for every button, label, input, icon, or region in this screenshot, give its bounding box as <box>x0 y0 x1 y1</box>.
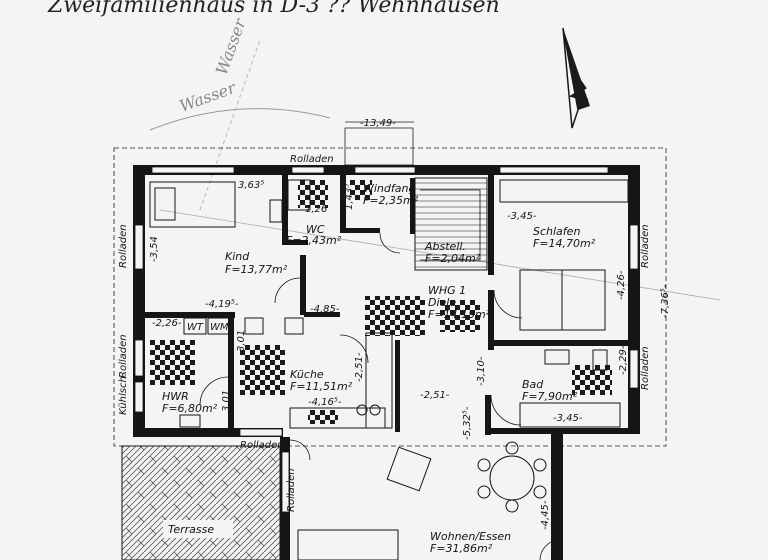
dining-table <box>489 455 535 501</box>
kuehlschrank-label: Kühlsch. <box>118 373 129 415</box>
dimension-top: -13,49- <box>344 118 414 166</box>
diele-line1: WHG 1 <box>428 284 466 297</box>
kueche-name: Küche <box>290 368 324 381</box>
wc-area: F=2,43m² <box>286 234 342 247</box>
kind-area: F=13,77m² <box>225 263 288 276</box>
wasser-note-2: Wasser <box>212 15 250 77</box>
furniture <box>149 179 629 560</box>
tile-patterns <box>150 180 612 424</box>
dim-bad-w: -3,45- <box>553 413 583 424</box>
dim-kueche-h1: 3,01 <box>236 330 247 352</box>
terrace-label-bg <box>163 520 233 538</box>
dim-hwr-h: 3,01 <box>221 390 232 412</box>
schlafen-name: Schlafen <box>533 225 580 238</box>
hwr-name: HWR <box>162 390 189 403</box>
staircase <box>414 177 488 271</box>
dim-kueche-w: -4,16⁵- <box>308 397 342 408</box>
bed-kind <box>149 181 236 228</box>
dim-flur-h: -5,32⁵- <box>462 406 473 440</box>
rug <box>386 446 432 492</box>
dim-bad-h: -2,29- <box>618 345 629 375</box>
plan-title: Zweifamilienhaus in D-3 ?? Wehnhausen <box>47 0 500 18</box>
roof-outline <box>113 147 667 447</box>
rolladen-left-1: Rolladen <box>118 224 129 268</box>
dim-right-total: -7,36⁵- <box>660 284 671 318</box>
dim-kind-h: -3,54 <box>149 236 160 262</box>
hwr-area: F=6,80m² <box>162 402 218 415</box>
wc-name: WC <box>306 223 325 236</box>
dim-kueche-h2: -2,51- <box>354 352 365 382</box>
svg-text:-13,49-: -13,49- <box>360 118 396 129</box>
room-labels: Windfang F=2,35m² WC F=2,43m² Kind F=13,… <box>162 182 596 555</box>
misc-labels: Rolladen Rolladen Rolladen Kühlsch. Roll… <box>118 154 651 512</box>
kueche-area: F=11,51m² <box>290 380 353 393</box>
interior-walls <box>145 175 634 435</box>
doors <box>199 232 561 560</box>
wardrobe <box>499 179 629 203</box>
diele-line2: Diele <box>428 296 456 309</box>
bad-name: Bad <box>522 378 544 391</box>
rolladen-bottom: Rolladen <box>240 440 284 451</box>
rolladen-right-2: Rolladen <box>640 346 651 390</box>
terrasse-name: Terrasse <box>168 523 214 536</box>
wohnen-name: Wohnen/Essen <box>430 530 511 543</box>
sofa <box>297 529 399 560</box>
north-arrow-icon <box>562 27 590 129</box>
bathtub <box>519 402 621 428</box>
dim-schlafen-w: -3,45- <box>507 211 537 222</box>
dim-diele-w: -4,85- <box>310 304 340 315</box>
rolladen-wohnen: Rolladen <box>286 468 297 512</box>
rolladen-left-2: Rolladen <box>118 334 129 378</box>
dim-wohnen-h: -4,45- <box>540 500 551 530</box>
rolladen-right-1: Rolladen <box>640 224 651 268</box>
dim-kind-top: 3,63⁵ <box>238 180 264 191</box>
terrace-paving <box>121 445 281 560</box>
dim-hwr-w: -2,26- <box>152 318 182 329</box>
wt-label: WT <box>187 322 204 333</box>
dim-kind-w: -4,19⁵- <box>205 299 239 310</box>
windows <box>134 166 639 513</box>
windfang-name: Windfang <box>363 182 415 195</box>
windfang-area: F=2,35m² <box>363 194 419 207</box>
bad-area: F=7,90m² <box>522 390 578 403</box>
abstell-name: Abstell. <box>424 240 466 253</box>
kind-name: Kind <box>225 250 250 263</box>
sketch-line <box>149 108 331 131</box>
diele-area: F=14,15m² <box>428 308 491 321</box>
dim-diele-w2: -2,51- <box>420 390 450 401</box>
abstell-area: F=2,04m² <box>425 252 481 265</box>
rolladen-top: Rolladen <box>290 154 334 165</box>
schlafen-area: F=14,70m² <box>533 237 596 250</box>
stair-line <box>420 189 481 261</box>
dim-schlafen-h: -4,26- <box>616 270 627 300</box>
wohnen-area: F=31,86m² <box>430 542 493 555</box>
dim-windfang-h: 1,43⁵ <box>344 184 355 210</box>
dim-diele-h: -3,10- <box>476 356 487 386</box>
dimension-labels: 3,63⁵ 1,26 1,43⁵ -3,45- -3,54 -4,19⁵- -4… <box>149 180 671 530</box>
wm-label: WM <box>210 322 229 333</box>
dim-wc-w: 1,26 <box>305 204 327 215</box>
